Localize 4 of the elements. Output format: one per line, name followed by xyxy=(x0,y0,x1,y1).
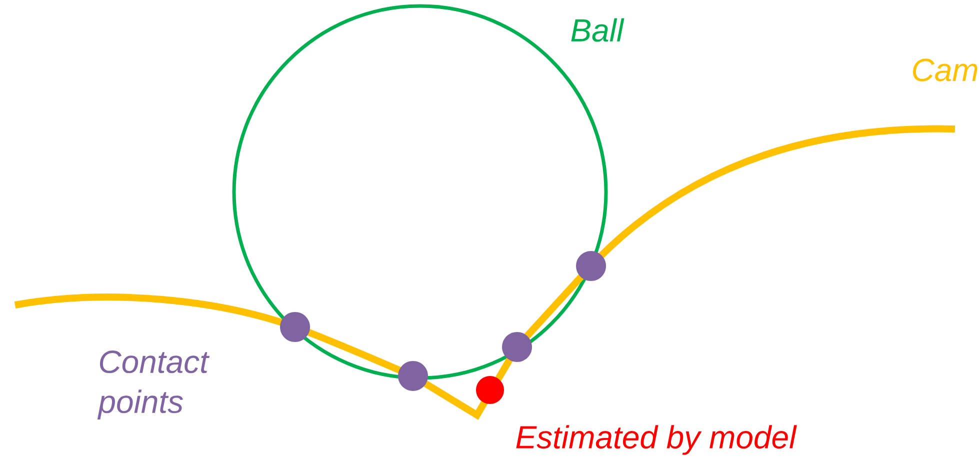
part-label: Ball xyxy=(571,18,624,42)
part-label: Estimated by model xyxy=(516,425,797,455)
part-label: Cam xyxy=(913,58,978,82)
part-label: Contact points xyxy=(97,350,210,420)
